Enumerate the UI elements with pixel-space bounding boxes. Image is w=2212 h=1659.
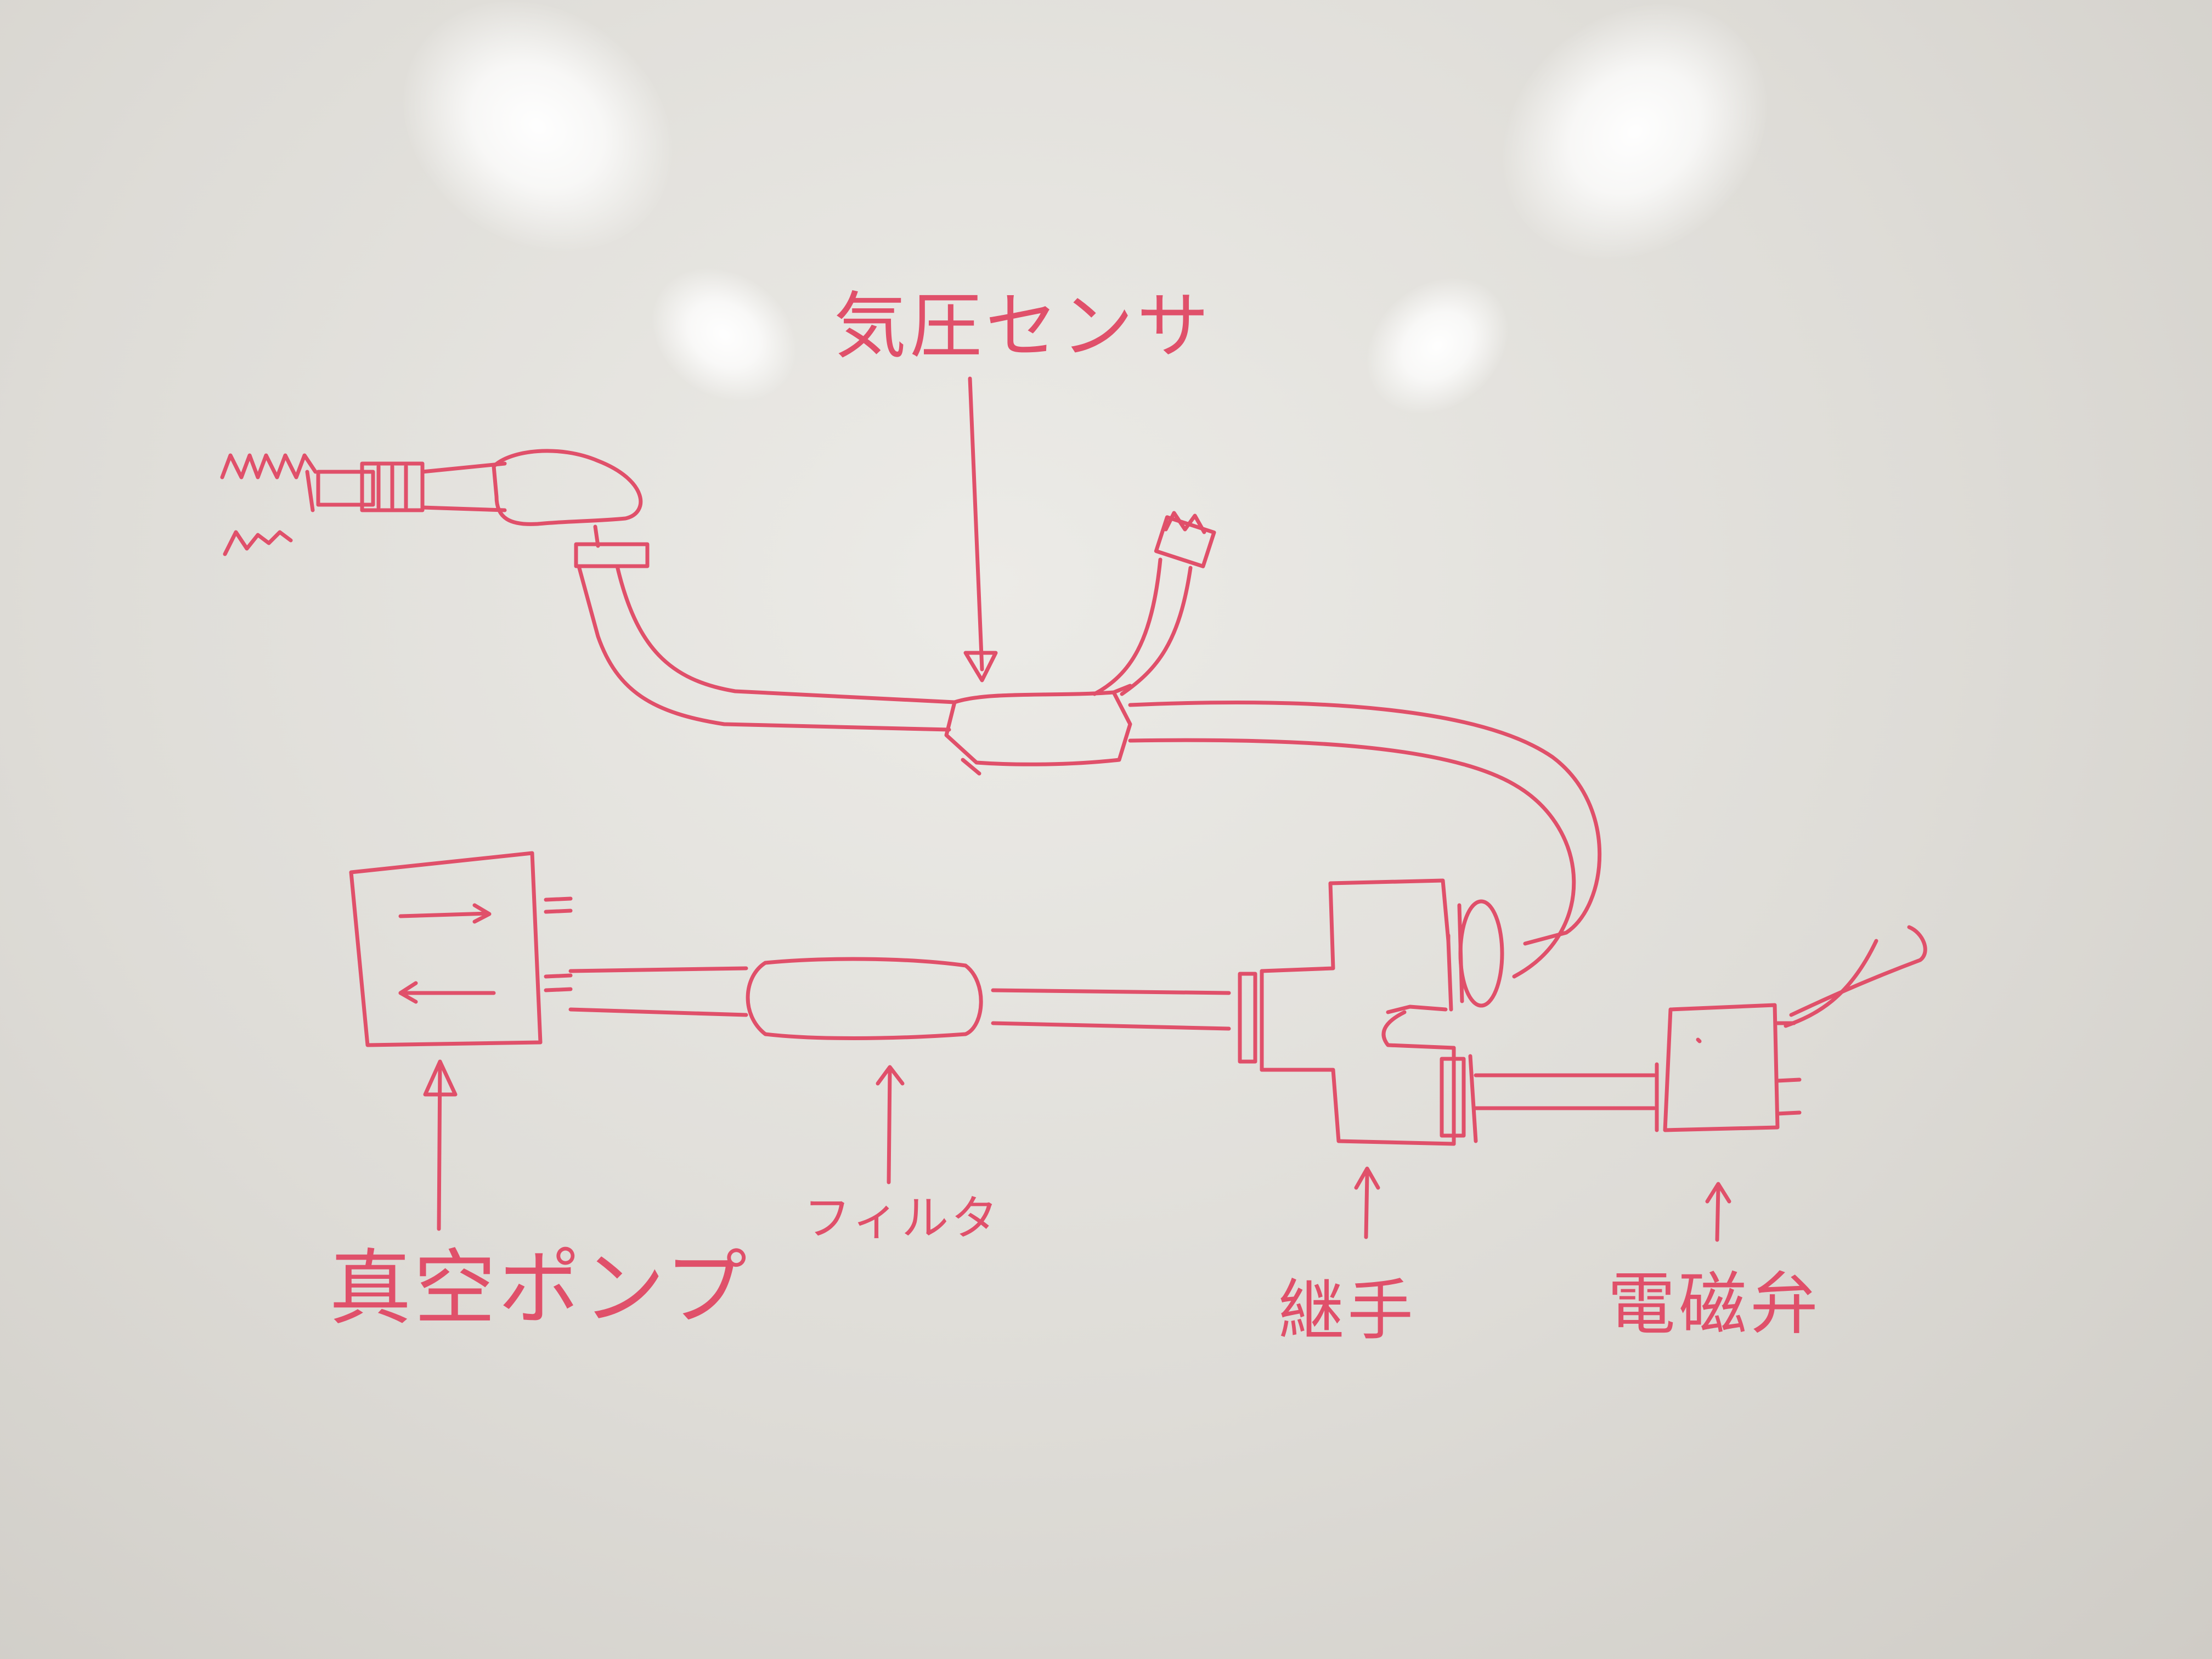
joint-bottom-port [1440,1057,1466,1138]
joint-label: 継手 [1278,1273,1417,1349]
solenoid-valve-label: 電磁弁 [1607,1265,1821,1344]
joint-arrow [1354,1166,1380,1239]
vacuum-pump-label: 真空ポンプ [329,1241,749,1336]
loop-tube [1128,700,1602,979]
vacuum-hand-tool [220,449,650,568]
arrowhead [963,651,998,682]
vacuum-pump [349,851,573,1047]
pressure-sensor-body [944,684,1132,776]
solenoid-valve-arrow [1705,1182,1731,1242]
joint-solenoid-tube [1474,1073,1656,1110]
filter-label: フィルタ [804,1191,1000,1246]
arrowhead [1354,1166,1380,1190]
sensor-cable [1092,511,1216,696]
filter-joint-tube [991,988,1231,1031]
tool-coil [223,530,293,556]
tool-head [492,449,643,526]
pump-filter-tube [568,966,748,1017]
joint-flange [1238,972,1257,1064]
arrowhead [876,1065,905,1086]
pressure-sensor-label: 気圧センサ [834,284,1212,369]
arrowhead [1705,1182,1731,1204]
pressure-sensor-arrow [963,376,998,682]
joint [1238,878,1504,1146]
filter [746,957,983,1040]
joint-side-port [1458,899,1504,1008]
arrowhead [423,1059,458,1097]
vacuum-pump-arrow [423,1059,458,1231]
tool-coil [220,453,318,479]
solenoid-valve [1655,925,1927,1132]
filter-arrow [876,1065,905,1184]
top-tube [577,564,957,732]
